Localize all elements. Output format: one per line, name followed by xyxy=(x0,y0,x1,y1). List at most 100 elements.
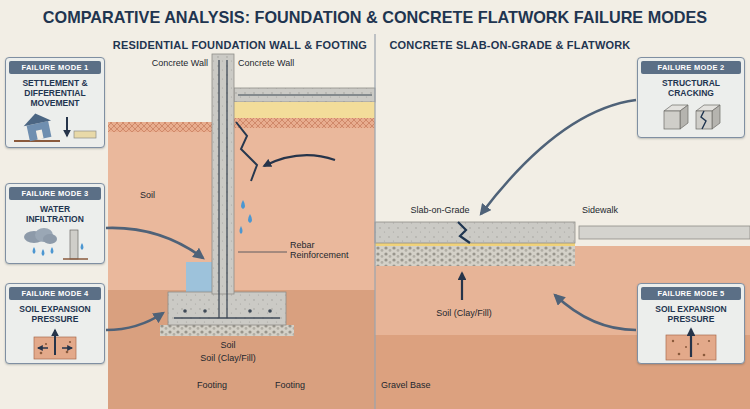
mode-title: SOIL EXPANSION PRESSURE xyxy=(6,300,104,325)
concrete-wall xyxy=(218,60,219,318)
cracking-icon xyxy=(680,105,688,129)
part-label: Slab-on-Grade xyxy=(410,205,469,215)
concrete-wall xyxy=(212,54,234,294)
floor-slab xyxy=(234,88,375,128)
failure-mode-box: FAILURE MODE 1SETTLEMENT & DIFFERENTIAL … xyxy=(5,57,105,148)
settlement-icon xyxy=(74,131,96,138)
mode-title: SOIL EXPANSION PRESSURE xyxy=(638,300,744,325)
section-heading: CONCRETE SLAB-ON-GRADE & FLATWORK xyxy=(389,39,630,52)
expansion-icon xyxy=(69,341,71,343)
water-icon xyxy=(6,225,104,263)
crack xyxy=(236,122,257,181)
part-label: Gravel Base xyxy=(381,380,431,390)
crack xyxy=(236,122,257,181)
part-label: Concrete Wall xyxy=(238,58,294,68)
mode-tab: FAILURE MODE 4 xyxy=(9,287,101,300)
cracking-icon xyxy=(701,111,706,129)
failure-mode-box: FAILURE MODE 2STRUCTURAL CRACKING xyxy=(637,57,745,138)
part-label: Sidewalk xyxy=(582,205,618,215)
leader-line xyxy=(238,252,287,253)
part-label: Soil (Clay/Fill) xyxy=(200,353,256,363)
part-label: Concrete Wall xyxy=(152,58,208,68)
expansion-icon xyxy=(54,330,56,355)
pointer-arrow xyxy=(481,100,636,214)
part-label: Rebar Reinforcement xyxy=(290,240,362,261)
expansion-icon xyxy=(708,340,710,342)
pointer-arrow xyxy=(106,100,636,330)
part-label: Footing xyxy=(197,380,227,390)
water-icon xyxy=(63,258,88,260)
cracking-icon xyxy=(638,99,744,137)
right-soil xyxy=(375,246,750,409)
failure-mode-box: FAILURE MODE 4SOIL EXPANSION PRESSURE xyxy=(5,283,105,364)
gravel-base xyxy=(160,325,294,336)
gravel-base xyxy=(160,325,294,336)
mode-tab: FAILURE MODE 5 xyxy=(641,287,741,300)
leader-line xyxy=(238,252,287,253)
mode-title: STRUCTURAL CRACKING xyxy=(638,74,744,99)
expansion-icon xyxy=(703,354,706,357)
expansion-icon xyxy=(62,347,72,349)
expansion-icon xyxy=(638,325,744,363)
water-icon xyxy=(51,247,54,254)
crack-arrow xyxy=(264,155,335,166)
water-icon xyxy=(81,243,84,250)
water-icon xyxy=(33,247,36,254)
cracking-icon xyxy=(712,105,720,129)
water xyxy=(240,226,243,234)
mode-tab: FAILURE MODE 2 xyxy=(641,61,741,74)
pointer-arrow xyxy=(106,313,163,330)
concrete-wall xyxy=(226,60,227,318)
water-icon xyxy=(42,249,45,256)
floor-slab xyxy=(238,94,372,95)
slab-on-grade xyxy=(375,222,575,266)
mode-title: SETTLEMENT & DIFFERENTIAL MOVEMENT xyxy=(6,74,104,109)
failure-mode-box: FAILURE MODE 5SOIL EXPANSION PRESSURE xyxy=(637,283,745,364)
settlement-icon xyxy=(22,111,51,127)
left-soil xyxy=(108,122,212,132)
pointer-arrow xyxy=(555,295,636,330)
left-soil xyxy=(108,290,375,409)
failure-mode-box: FAILURE MODE 3WATER INFILTRATION xyxy=(5,183,105,264)
expansion-icon xyxy=(66,351,69,354)
concrete-wall xyxy=(212,54,234,318)
footing xyxy=(268,309,272,313)
settlement-icon xyxy=(6,109,104,147)
cracking-icon xyxy=(664,111,680,129)
slab-on-grade xyxy=(375,222,575,243)
water-icon xyxy=(43,234,57,244)
water xyxy=(241,200,245,209)
expansion-icon xyxy=(45,343,47,345)
left-soil xyxy=(108,122,375,409)
right-soil xyxy=(375,335,750,409)
settlement-icon xyxy=(36,130,44,140)
floor-slab xyxy=(234,102,375,118)
sidewalk xyxy=(579,226,750,239)
expansion-icon xyxy=(685,346,687,348)
water xyxy=(248,214,252,223)
expansion-icon xyxy=(38,347,48,349)
footing xyxy=(248,309,252,313)
left-soil xyxy=(108,128,375,290)
part-label: Soil (Clay/Fill) xyxy=(436,308,492,318)
mode-title: WATER INFILTRATION xyxy=(6,200,104,225)
settlement-icon xyxy=(14,140,60,142)
slab-on-grade xyxy=(375,243,575,246)
expansion-icon xyxy=(697,343,699,345)
slab-on-grade xyxy=(458,222,470,243)
floor-slab xyxy=(234,118,375,128)
expansion-icon xyxy=(6,325,104,363)
water-icon xyxy=(70,230,78,259)
mode-tab: FAILURE MODE 1 xyxy=(9,61,101,74)
expansion-icon xyxy=(40,352,43,355)
cracking-icon xyxy=(696,111,712,129)
expansion-icon xyxy=(690,329,692,357)
section-heading: RESIDENTIAL FOUNDATION WALL & FOOTING xyxy=(113,39,367,52)
part-label: Soil xyxy=(220,340,235,350)
divider xyxy=(375,34,376,409)
settlement-icon xyxy=(66,117,68,136)
pointer-arrow xyxy=(106,228,203,258)
crack-arrow xyxy=(264,155,462,300)
right-soil xyxy=(375,246,750,409)
expansion-icon xyxy=(672,340,674,342)
